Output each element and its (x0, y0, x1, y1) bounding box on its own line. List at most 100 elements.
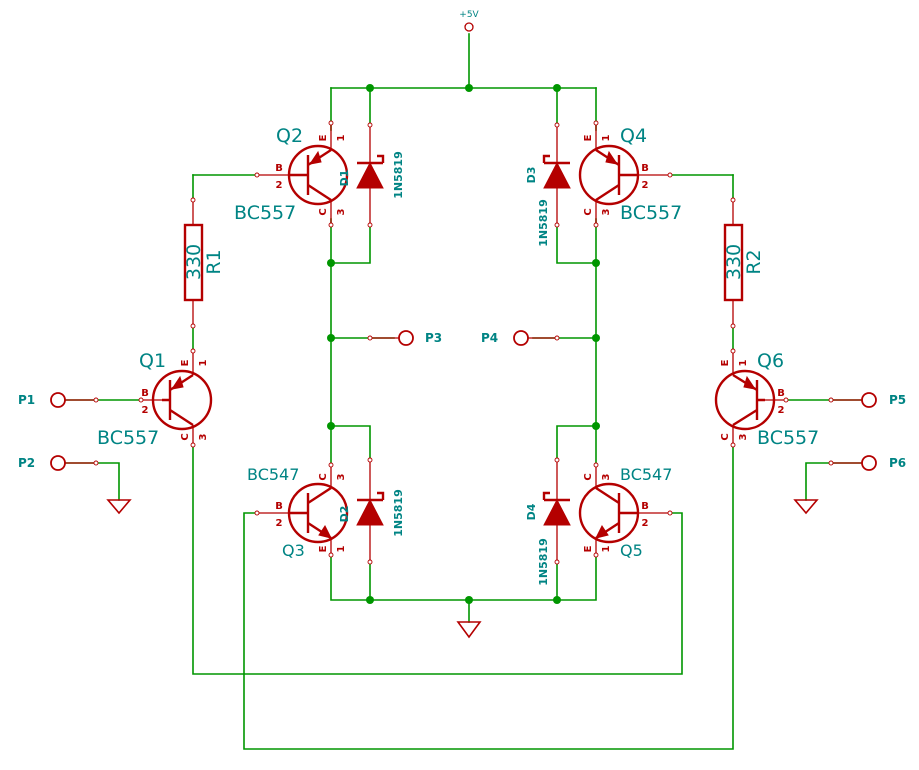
transistor-q3[interactable]: Q3 BC547 B 2 C 3 E 1 (247, 462, 349, 560)
q4-ref: Q4 (620, 125, 647, 147)
q1-pin-1: 1 (198, 359, 209, 366)
q5-pin-3: 3 (601, 473, 612, 480)
q4-pin-c: C (583, 208, 594, 215)
d3-ref: D3 (525, 167, 538, 184)
d2-ref: D2 (338, 506, 351, 523)
p1-label: P1 (18, 393, 35, 407)
q2-pin-b: B (275, 163, 283, 174)
transistor-q2[interactable]: Q2 BC557 B 2 E 1 C 3 (234, 120, 349, 228)
q2-pin-2: 2 (276, 180, 283, 191)
q4-pin-e: E (583, 134, 594, 141)
junction-dot (366, 596, 374, 604)
junction-dot (553, 596, 561, 604)
q1-value: BC557 (97, 427, 159, 449)
junction-dot (592, 259, 600, 267)
junction-dot (592, 422, 600, 430)
q6-value: BC557 (757, 427, 819, 449)
q2-value: BC557 (234, 202, 296, 224)
q2-pin-3: 3 (336, 208, 347, 215)
q1-pin-e: E (180, 359, 191, 366)
junctions (327, 84, 600, 604)
diode-d2[interactable]: D2 1N5819 (338, 457, 405, 565)
q5-value: BC547 (620, 465, 672, 484)
diode-d1[interactable]: D1 1N5819 (338, 122, 405, 228)
junction-dot (327, 422, 335, 430)
q3-pin-b: B (275, 501, 283, 512)
q5-pin-2: 2 (642, 518, 649, 529)
q4-pin-2: 2 (642, 180, 649, 191)
port-p4[interactable]: P4 (481, 330, 560, 346)
q6-pin-3: 3 (738, 433, 749, 440)
q1-ref: Q1 (139, 350, 166, 372)
d4-ref: D4 (525, 503, 538, 520)
p3-label: P3 (425, 331, 442, 345)
vcc-label: +5V (459, 10, 479, 20)
junction-dot (327, 334, 335, 342)
q1-pin-2: 2 (142, 405, 149, 416)
port-p3[interactable]: P3 (367, 330, 442, 346)
q4-value: BC557 (620, 202, 682, 224)
q6-pin-e: E (720, 359, 731, 366)
d1-value: 1N5819 (392, 151, 405, 198)
port-p5[interactable]: P5 (828, 392, 906, 408)
r1-ref: R1 (203, 249, 225, 274)
port-p6[interactable]: P6 (828, 455, 906, 471)
q1-pin-b: B (141, 388, 149, 399)
port-p2[interactable]: P2 (18, 455, 99, 471)
q3-pin-e: E (318, 545, 329, 552)
transistor-q5[interactable]: Q5 BC547 B 2 C 3 E 1 (578, 462, 673, 560)
q6-pin-1: 1 (738, 359, 749, 366)
port-p1[interactable]: P1 (18, 392, 99, 408)
transistor-q4[interactable]: Q4 BC557 B 2 E 1 C 3 (578, 120, 682, 228)
q1-pin-c: C (180, 433, 191, 440)
r1-value: 330 (183, 244, 205, 280)
d4-value: 1N5819 (537, 538, 550, 585)
q1-pin-3: 3 (198, 433, 209, 440)
q2-pin-c: C (318, 208, 329, 215)
resistor-r2[interactable]: 330 R2 (723, 197, 765, 329)
junction-dot (592, 334, 600, 342)
q5-ref: Q5 (620, 541, 643, 560)
q3-value: BC547 (247, 465, 299, 484)
q3-pin-c: C (318, 473, 329, 480)
q5-pin-b: B (641, 501, 649, 512)
ground-symbol (793, 499, 819, 515)
q6-pin-2: 2 (778, 405, 785, 416)
ground-symbol (456, 621, 482, 639)
q3-pin-2: 2 (276, 518, 283, 529)
q5-pin-1: 1 (601, 545, 612, 552)
d1-ref: D1 (338, 170, 351, 187)
junction-dot (465, 596, 473, 604)
wires (64, 33, 863, 750)
transistor-q6[interactable]: Q6 BC557 B 2 E 1 C 3 (714, 348, 819, 449)
q5-pin-c: C (583, 473, 594, 480)
q4-pin-1: 1 (601, 134, 612, 141)
p4-label: P4 (481, 331, 498, 345)
junction-dot (465, 84, 473, 92)
resistor-r1[interactable]: 330 R1 (183, 197, 225, 329)
vcc-symbol: +5V (459, 10, 480, 32)
transistor-q1[interactable]: Q1 BC557 B 2 E 1 C 3 (97, 348, 213, 449)
junction-dot (327, 259, 335, 267)
r2-value: 330 (723, 244, 745, 280)
r2-ref: R2 (743, 249, 765, 274)
d3-value: 1N5819 (537, 199, 550, 246)
q6-pin-b: B (777, 388, 785, 399)
q3-pin-3: 3 (336, 473, 347, 480)
junction-dot (553, 84, 561, 92)
q5-pin-e: E (583, 545, 594, 552)
p5-label: P5 (889, 393, 906, 407)
diode-d3[interactable]: D3 1N5819 (525, 122, 571, 247)
q3-pin-1: 1 (336, 545, 347, 552)
q4-pin-3: 3 (601, 208, 612, 215)
q4-pin-b: B (641, 163, 649, 174)
diode-d4[interactable]: D4 1N5819 (525, 457, 571, 586)
q2-ref: Q2 (276, 125, 303, 147)
q2-pin-e: E (318, 134, 329, 141)
ground-symbol (106, 499, 132, 515)
p2-label: P2 (18, 456, 35, 470)
q6-pin-c: C (720, 433, 731, 440)
d2-value: 1N5819 (392, 489, 405, 536)
q2-pin-1: 1 (336, 134, 347, 141)
